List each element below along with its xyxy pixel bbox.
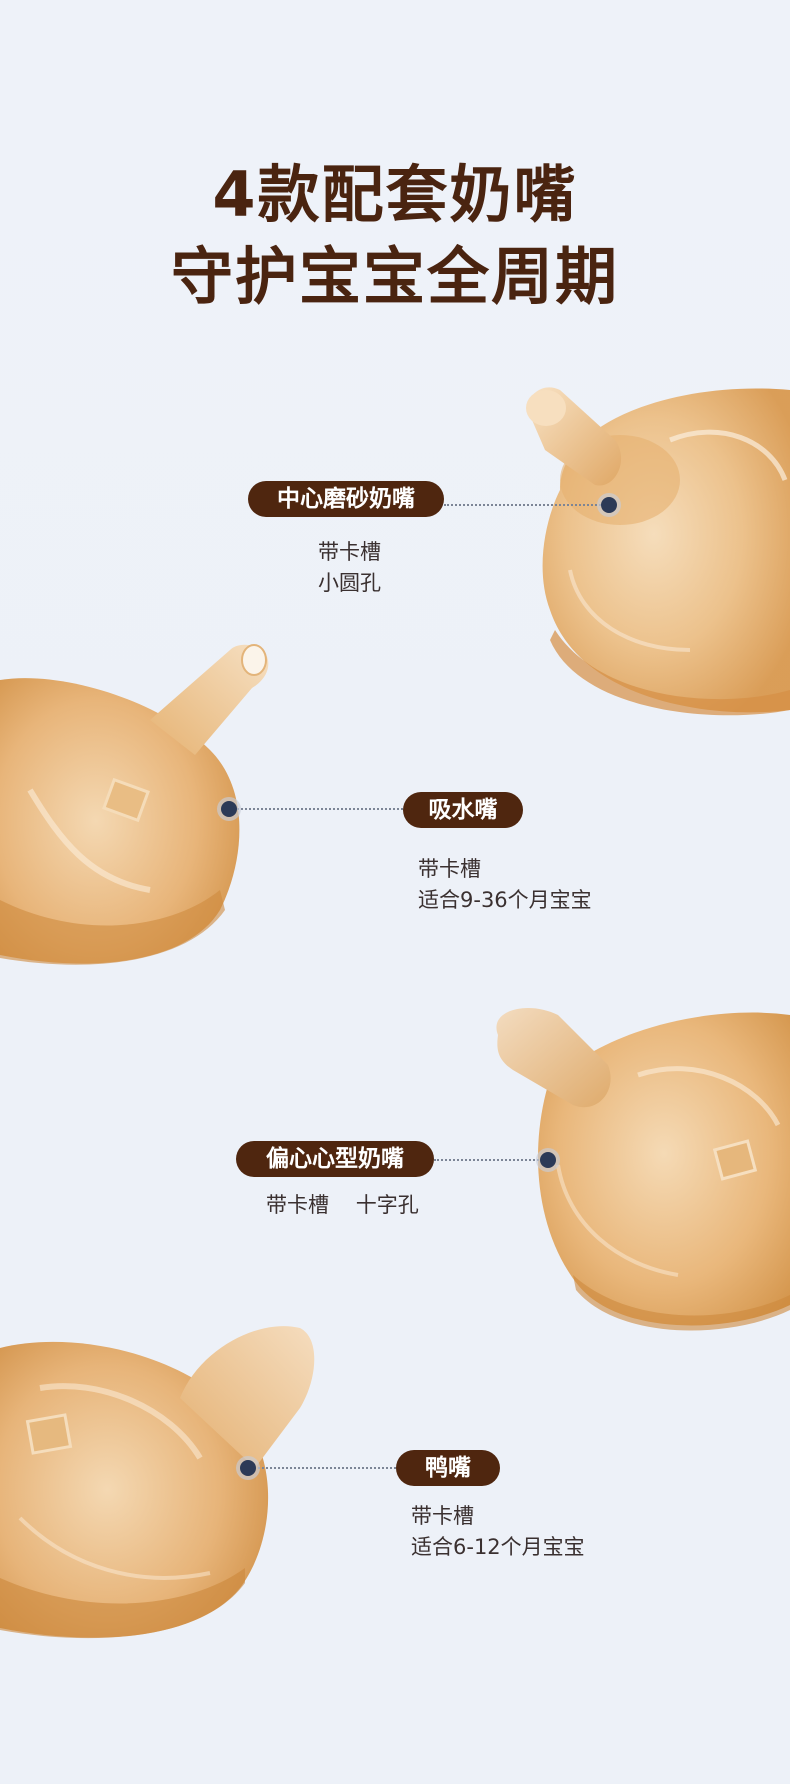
desc-line: 十字孔 [355,1193,419,1217]
nipple-tag-center-frosted: 中心磨砂奶嘴 [248,481,444,517]
title-line-2: 守护宝宝全周期 [170,239,619,313]
nipple-desc-sippy: 带卡槽 适合9-36个月宝宝 [418,854,592,916]
nipple-desc-eccentric-heart: 带卡槽 十字孔 [266,1190,419,1221]
desc-line: 带卡槽 [266,1193,329,1217]
desc-line: 小圆孔 [318,571,381,595]
desc-line: 适合9-36个月宝宝 [418,888,592,912]
pointer-dot-3 [540,1152,556,1168]
pointer-dot-4 [240,1460,256,1476]
leader-line-2 [232,808,403,810]
desc-line: 带卡槽 [318,540,381,564]
eccentric-heart-nipple-image [496,1007,790,1331]
nipple-tag-eccentric-heart: 偏心心型奶嘴 [236,1141,434,1177]
leader-line-3 [434,1159,546,1161]
leader-line-4 [250,1467,396,1469]
desc-line: 带卡槽 [411,1504,474,1528]
duckbill-nipple-image [0,1326,315,1639]
page-title: 4款配套奶嘴 守护宝宝全周期 [0,154,790,318]
sippy-spout-image [0,644,269,965]
desc-line: 适合6-12个月宝宝 [411,1535,585,1559]
desc-spacer [336,1193,349,1217]
nipple-tag-sippy: 吸水嘴 [403,792,523,828]
pointer-dot-2 [221,801,237,817]
pointer-dot-1 [601,497,617,513]
nipple-desc-duckbill: 带卡槽 适合6-12个月宝宝 [411,1501,585,1563]
center-frosted-nipple-image [526,387,790,716]
leader-line-1 [444,504,609,506]
title-line-1: 4款配套奶嘴 [212,157,578,231]
nipple-tag-duckbill: 鸭嘴 [396,1450,500,1486]
desc-line: 带卡槽 [418,857,481,881]
nipple-desc-center-frosted: 带卡槽 小圆孔 [318,537,381,599]
